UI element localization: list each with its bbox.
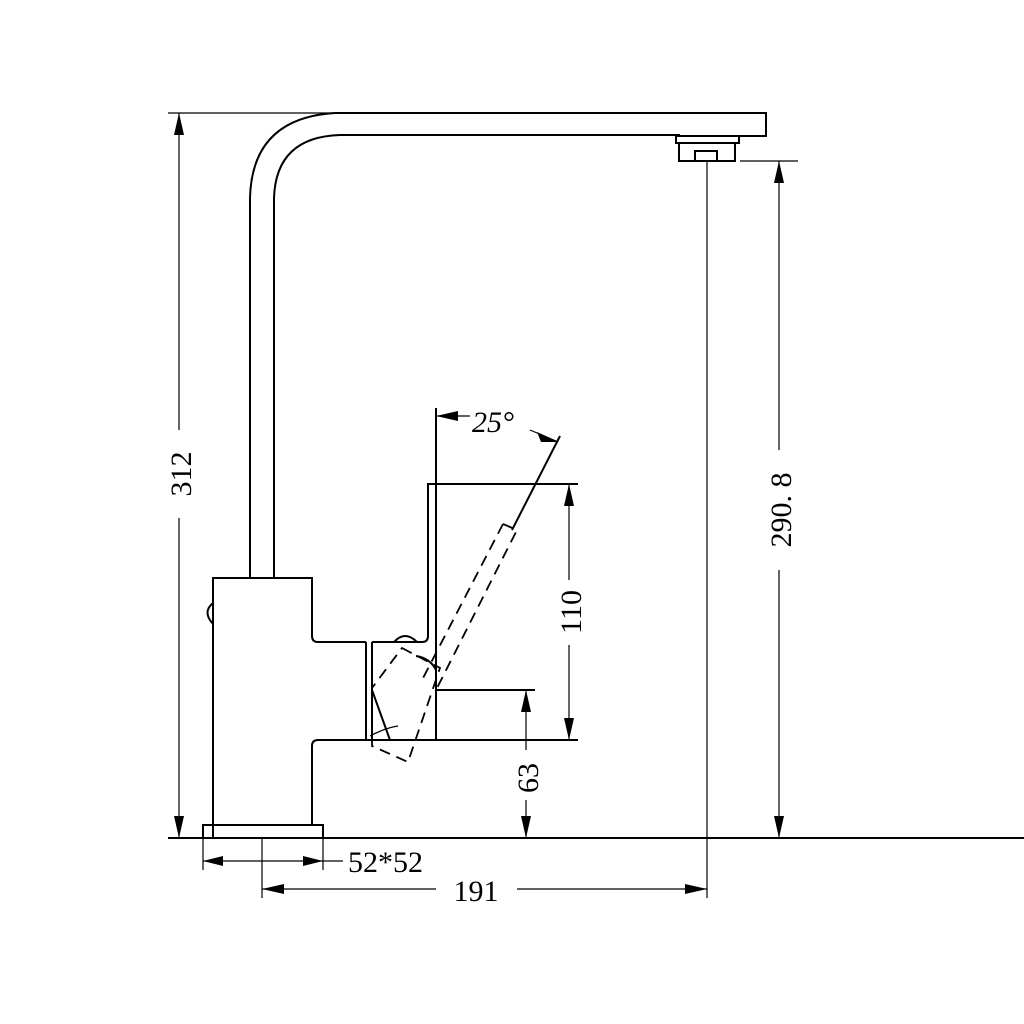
handle [371,435,561,764]
dim-label-312: 312 [165,452,198,497]
dim-handle-angle: 25° [436,406,559,442]
dim-body-height: 63 [512,690,545,838]
dim-label-110: 110 [555,590,588,634]
spout [249,112,767,578]
dim-label-52x52: 52*52 [348,846,423,879]
dim-overall-height: 312 [165,112,335,838]
dim-base-size: 52*52 [202,838,423,879]
dim-label-63: 63 [512,763,545,793]
dim-spout-reach: 191 [261,161,708,908]
dim-handle-height: 110 [555,484,588,740]
dim-spout-outlet-height: 290. 8 [740,160,798,838]
base-plate [202,824,324,839]
dim-label-290-8: 290. 8 [765,473,798,548]
aerator [675,135,740,162]
dim-label-25-deg: 25° [472,406,514,439]
dim-label-191: 191 [454,875,499,908]
